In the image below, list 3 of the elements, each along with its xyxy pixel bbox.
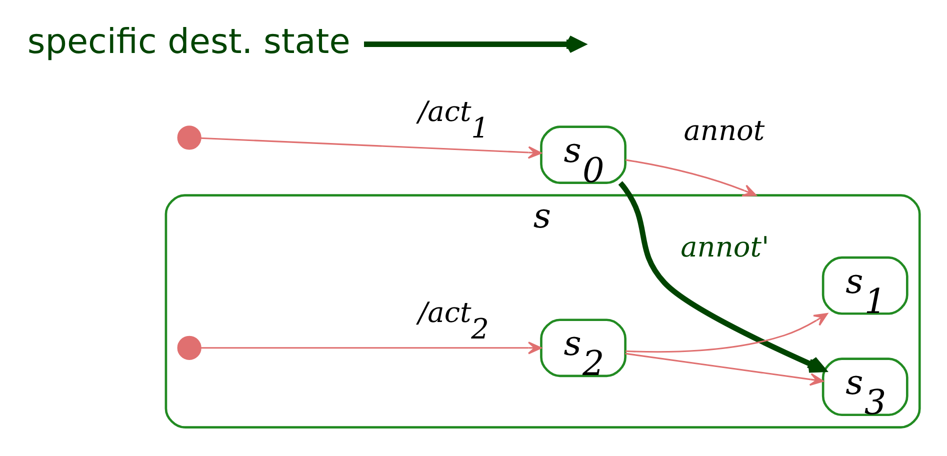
node-text: specific dest. state: [27, 22, 350, 62]
edge-label: annot: [684, 114, 765, 147]
edge-label: annot': [680, 230, 770, 264]
